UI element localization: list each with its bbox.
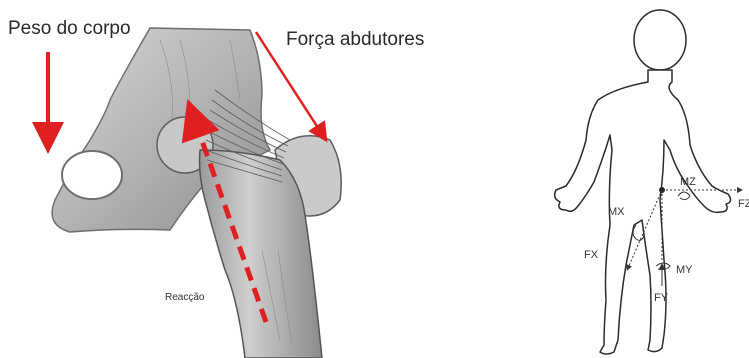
head — [634, 10, 686, 70]
mz-label: MZ — [680, 176, 696, 188]
body-silhouette — [555, 70, 731, 354]
body-weight-label: Peso do corpo — [8, 18, 131, 39]
reaction-label: Reacção — [165, 292, 205, 303]
abductor-force-label: Força abdutores — [286, 29, 424, 50]
obturator-foramen — [62, 151, 122, 199]
hip-anatomy-illustration: Peso do corpo Força abdutores Reacção — [8, 18, 424, 358]
fz-label: FZ — [738, 198, 749, 210]
mx-label: MX — [608, 206, 625, 218]
fy-label: FY — [654, 292, 669, 304]
fx-label: FX — [584, 249, 599, 261]
my-label: MY — [676, 264, 693, 276]
human-body-outline — [555, 10, 731, 354]
mz-moment-icon — [678, 192, 690, 200]
